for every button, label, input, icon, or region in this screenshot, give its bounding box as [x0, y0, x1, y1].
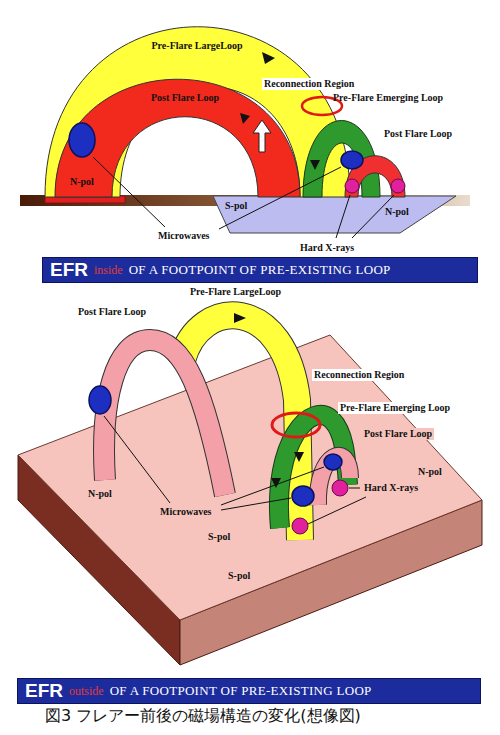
callout-label: Microwaves — [160, 506, 211, 518]
title-band: EFR inside OF A FOOTPOINT OF PRE-EXISTING … — [42, 257, 478, 283]
callout-label: Microwaves — [158, 230, 209, 242]
callout-label: Pre-Flare Emerging Loop — [333, 92, 443, 104]
callout-label: Pre-Flare Emerging Loop — [338, 402, 452, 414]
flow-arrow — [294, 452, 304, 462]
band-text: OF A FOOTPOINT OF PRE-EXISTING LOOP — [129, 262, 391, 278]
callout-label: N-pol — [88, 488, 112, 500]
leader-line — [221, 498, 291, 510]
hard-xray-source — [345, 179, 359, 193]
callout-label: Post Flare Loop — [384, 128, 452, 140]
leader-line — [221, 467, 324, 505]
leader-line — [349, 488, 360, 489]
callout-label: Hard X-rays — [364, 482, 418, 494]
callout-label: Post Flare Loop — [362, 428, 434, 440]
large-loop — [45, 27, 350, 197]
flow-arrow — [234, 313, 246, 323]
callout-label: S-pol — [208, 531, 230, 543]
band-text: EFR — [50, 259, 88, 281]
callout-label: Post Flare Loop — [151, 92, 219, 104]
leader-line — [308, 497, 366, 524]
s-pol-region — [213, 196, 456, 233]
flow-arrow — [240, 113, 250, 124]
leader-line — [219, 167, 341, 229]
hard-xray-source — [391, 179, 405, 193]
callout-label: Pre-Flare LargeLoop — [190, 286, 281, 298]
post-flare-loop-outline — [104, 340, 225, 495]
callout-label: Post Flare Loop — [78, 306, 146, 318]
band-text: OF A FOOTPOINT OF PRE-EXISTING LOOP — [110, 683, 372, 699]
figure-caption: 図3 フレアー前後の磁場構造の変化(想像図) — [45, 706, 361, 726]
leader-line — [93, 157, 165, 227]
microwave-source — [324, 454, 342, 470]
microwave-source — [69, 123, 95, 157]
callout-label: S-pol — [225, 200, 247, 212]
flow-arrow — [262, 52, 275, 64]
band-text: inside — [94, 263, 123, 278]
callout-label: Hard X-rays — [300, 242, 354, 254]
hard-xray-source — [292, 518, 308, 534]
callout-label: N-pol — [70, 176, 94, 188]
leader-line — [336, 195, 350, 238]
post-flare-loop — [55, 79, 300, 197]
slab-top — [18, 335, 482, 620]
band-text: EFR — [25, 680, 63, 702]
post-flare-loop — [104, 340, 225, 495]
flow-arrow — [310, 160, 320, 170]
callout-label: N-pol — [385, 206, 409, 218]
microwave-source — [341, 151, 363, 169]
callout-label: Reconnection Region — [312, 369, 406, 381]
reconnection-ring — [272, 413, 320, 437]
callout-label: Pre-Flare LargeLoop — [152, 40, 243, 52]
microwave-source — [292, 486, 314, 506]
leader-line — [104, 416, 170, 503]
title-band: EFR outside OF A FOOTPOINT OF PRE-EXISTING… — [17, 678, 481, 704]
hard-xray-source — [332, 480, 348, 496]
band-text: outside — [69, 684, 104, 699]
callout-label: Reconnection Region — [262, 78, 356, 90]
callout-label: N-pol — [418, 466, 442, 478]
rise-arrow — [253, 120, 271, 152]
callout-label: S-pol — [228, 570, 250, 582]
microwave-source — [89, 386, 111, 414]
